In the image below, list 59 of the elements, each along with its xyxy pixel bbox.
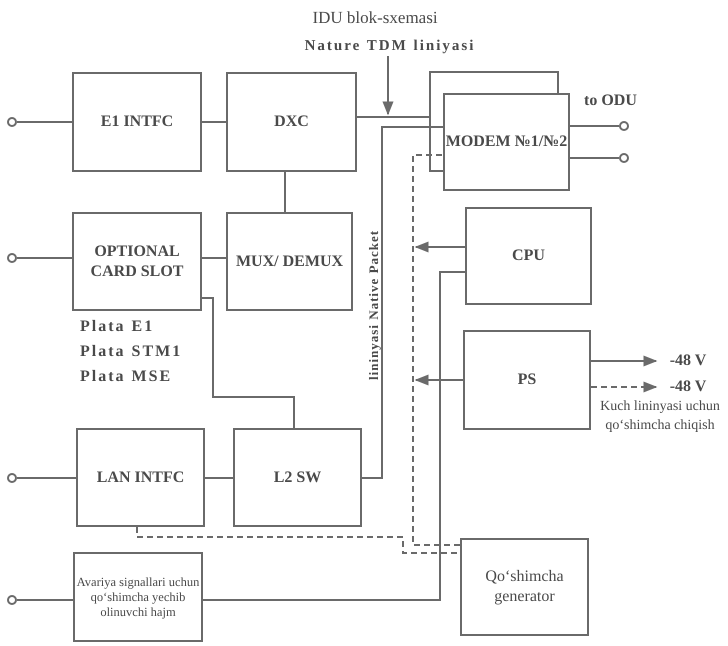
arrow bbox=[414, 241, 465, 253]
connector-line bbox=[412, 154, 460, 546]
card-option-label: Plata STM1 bbox=[80, 343, 182, 361]
connector-line bbox=[203, 271, 465, 601]
connector-line bbox=[136, 527, 460, 554]
block-box bbox=[463, 330, 591, 430]
annotation-text: -48 V bbox=[670, 351, 706, 371]
diagram-title: IDU blok-sxemasi bbox=[311, 8, 439, 28]
connector-line bbox=[202, 257, 226, 259]
connector-line bbox=[202, 297, 295, 428]
block-box bbox=[233, 428, 362, 527]
connector-line bbox=[362, 126, 443, 479]
block-box bbox=[460, 538, 589, 636]
connector-line bbox=[284, 172, 286, 212]
block-label: LAN INTFC bbox=[96, 468, 184, 488]
terminal-circle bbox=[619, 121, 629, 131]
connector-line bbox=[17, 121, 72, 123]
block-label: MUX/ DEMUX bbox=[236, 252, 344, 272]
arrow bbox=[591, 355, 658, 367]
block-box bbox=[76, 428, 205, 527]
connector-line bbox=[356, 71, 559, 172]
arrow bbox=[382, 56, 394, 116]
block-box bbox=[443, 93, 570, 191]
block-box bbox=[465, 207, 592, 305]
terminal-circle bbox=[7, 595, 17, 605]
block-label: Qo‘shimcha generator bbox=[484, 567, 565, 607]
port-label: to ODU bbox=[584, 92, 637, 110]
connector-line bbox=[17, 599, 73, 601]
block-label: L2 SW bbox=[274, 468, 322, 488]
annotation-text: -48 V bbox=[670, 377, 706, 397]
terminal-circle bbox=[619, 153, 629, 163]
terminal-circle bbox=[7, 117, 17, 127]
block-box bbox=[73, 552, 203, 642]
block-label: Avariya signallari uchun qo‘shimcha yechib olinuvchi hajm bbox=[76, 574, 200, 620]
connector-line bbox=[202, 121, 226, 123]
block-label: E1 INTFC bbox=[100, 112, 174, 132]
card-option-label: Plata MSE bbox=[80, 368, 172, 386]
connector-line bbox=[205, 477, 233, 479]
connector-line bbox=[17, 477, 76, 479]
connector-line bbox=[17, 257, 72, 259]
terminal-circle bbox=[7, 253, 17, 263]
connector-line bbox=[570, 157, 619, 159]
arrow bbox=[414, 374, 463, 386]
block-label: PS bbox=[518, 370, 536, 390]
block-label: MODEM №1/№2 bbox=[446, 132, 568, 152]
note-text: Kuch lininyasi uchun qo‘shimcha chiqish bbox=[599, 398, 721, 435]
annotation-text: Nature TDM liniyasi bbox=[304, 36, 476, 56]
connector-line bbox=[570, 125, 619, 127]
line-label: lininyasi Native Packet bbox=[366, 230, 382, 380]
block-box bbox=[226, 72, 357, 172]
block-box bbox=[72, 212, 202, 311]
block-box bbox=[226, 212, 353, 311]
block-label: CPU bbox=[512, 246, 545, 266]
terminal-circle bbox=[7, 473, 17, 483]
block-label: OPTIONAL CARD SLOT bbox=[90, 242, 184, 282]
arrow bbox=[591, 381, 658, 393]
block-label: DXC bbox=[274, 112, 309, 132]
card-option-label: Plata E1 bbox=[80, 318, 154, 336]
block-box bbox=[72, 72, 202, 172]
